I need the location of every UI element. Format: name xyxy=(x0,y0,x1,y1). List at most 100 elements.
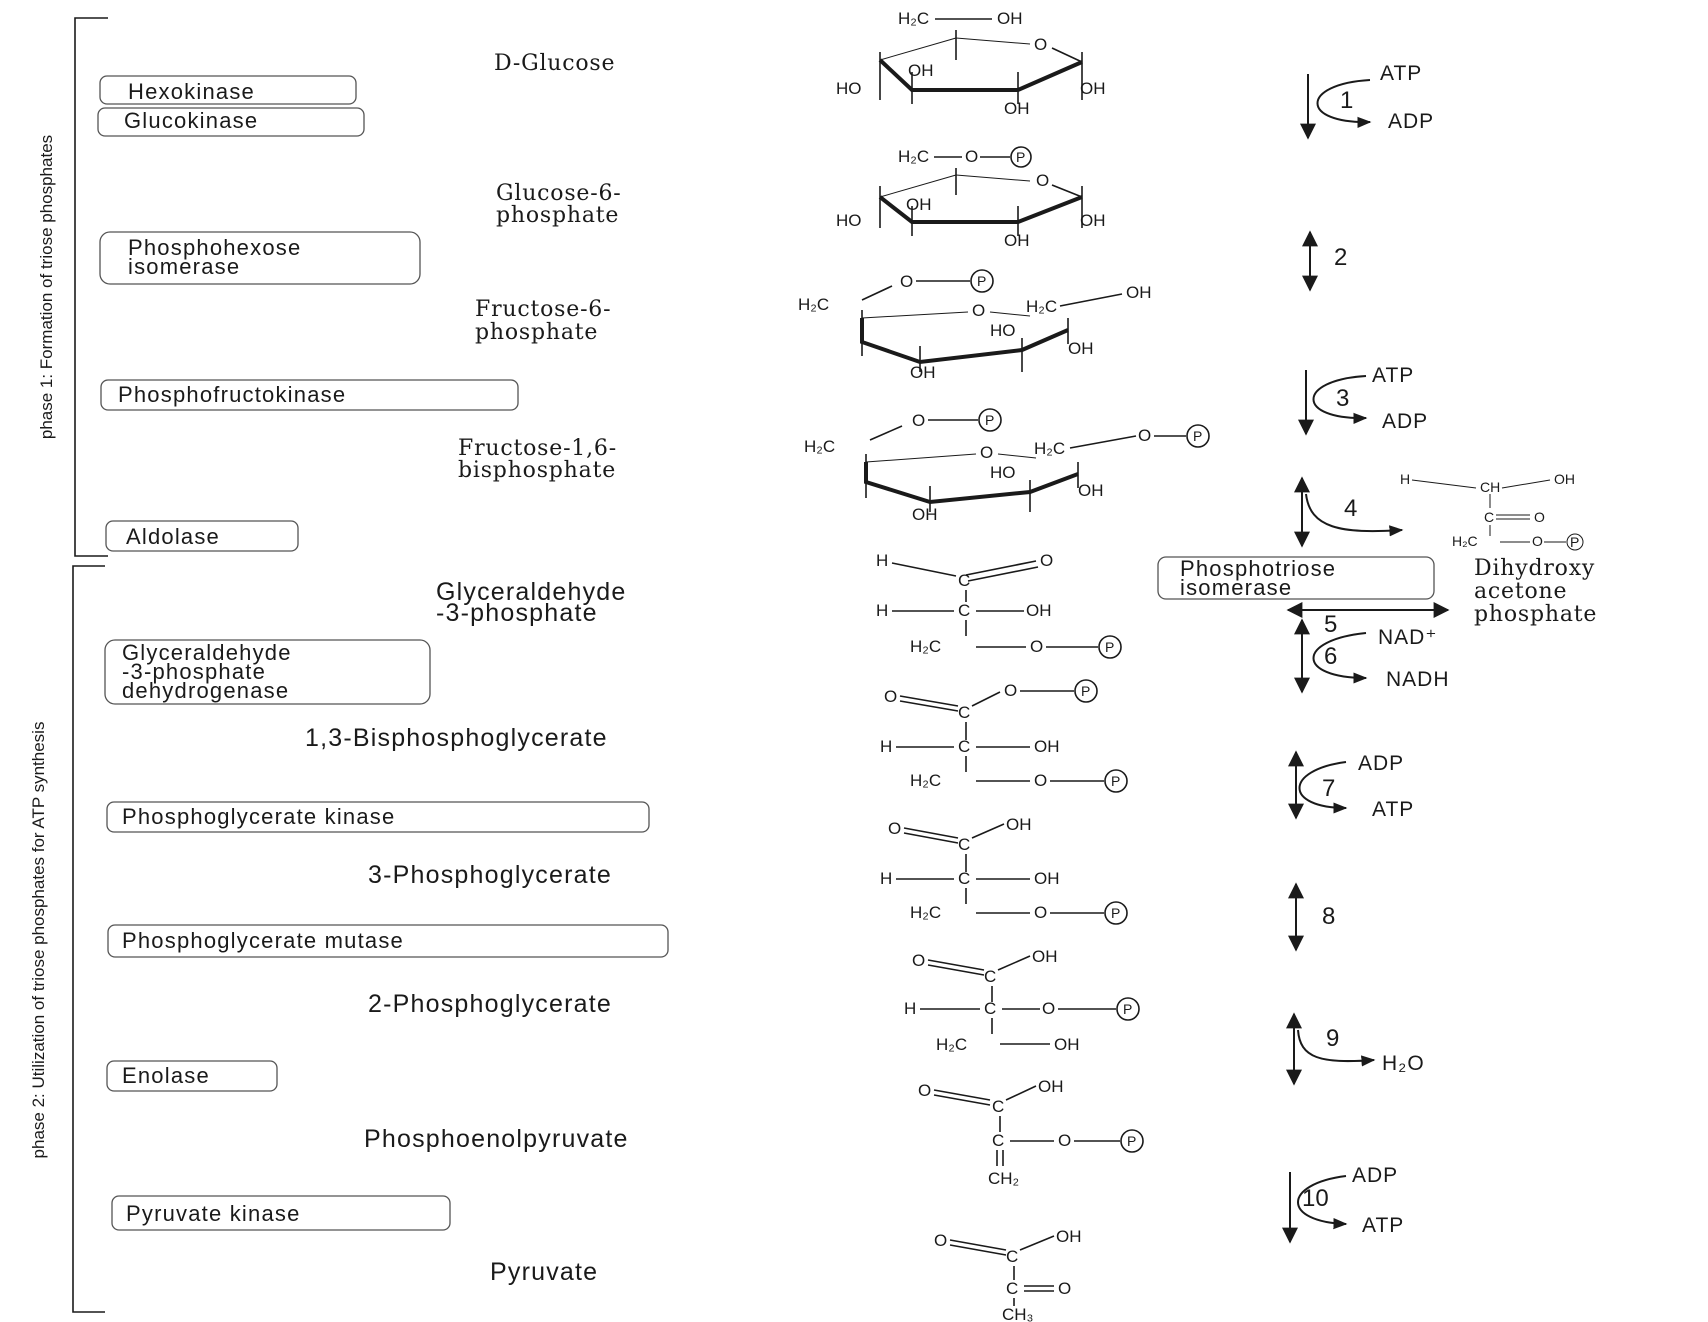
structure-13bpg: O C O P H C OH H₂C O P xyxy=(880,679,1128,793)
svg-text:H₂C: H₂C xyxy=(910,903,941,922)
structure-f16bp: O P H₂C O H₂C O P HO OH OH xyxy=(804,408,1210,524)
phase1-label: phase 1: Formation of triose phosphates xyxy=(37,135,56,439)
svg-text:OH: OH xyxy=(1004,99,1030,118)
svg-text:ADP: ADP xyxy=(1358,752,1404,775)
svg-text:HO: HO xyxy=(836,79,862,98)
svg-text:C: C xyxy=(1484,509,1494,525)
svg-text:HO: HO xyxy=(836,211,862,230)
svg-text:Phosphofructokinase: Phosphofructokinase xyxy=(118,382,346,407)
svg-text:H₂C: H₂C xyxy=(798,295,829,314)
reaction-step-4: 4 xyxy=(1294,476,1404,548)
svg-text:OH: OH xyxy=(1032,947,1058,966)
svg-text:OH: OH xyxy=(906,195,932,214)
svg-text:P: P xyxy=(1111,773,1120,789)
svg-text:C: C xyxy=(984,967,996,986)
svg-text:C: C xyxy=(992,1097,1004,1116)
structure-2pg: O C OH H C O P H₂C OH xyxy=(904,947,1140,1054)
svg-text:OH: OH xyxy=(908,61,934,80)
svg-text:OH: OH xyxy=(1038,1077,1064,1096)
svg-text:H: H xyxy=(880,869,892,888)
svg-text:ADP: ADP xyxy=(1388,110,1434,133)
metabolite-pyruvate: Pyruvate xyxy=(490,1258,598,1286)
svg-text:O: O xyxy=(884,687,897,706)
svg-text:C: C xyxy=(992,1131,1004,1150)
phase1-bracket xyxy=(74,17,108,557)
svg-text:Phosphotriose: Phosphotriose xyxy=(1180,556,1336,581)
svg-text:-3-phosphate: -3-phosphate xyxy=(122,659,266,684)
enzyme-phosphotriose-isomerase: Phosphotriose isomerase xyxy=(1157,556,1435,600)
metabolite-13bpg: 1,3-Bisphosphoglycerate xyxy=(305,724,608,752)
svg-text:isomerase: isomerase xyxy=(1180,575,1292,600)
svg-text:OH: OH xyxy=(1006,815,1032,834)
svg-text:H₂C: H₂C xyxy=(1034,439,1065,458)
svg-text:HO: HO xyxy=(990,321,1016,340)
metabolite-dhap-line1: Dihydroxy xyxy=(1474,556,1595,581)
phase2-bracket xyxy=(72,565,105,1313)
structure-g3p: H O C H C OH H₂C O P xyxy=(876,551,1122,659)
svg-text:O: O xyxy=(1034,35,1047,54)
metabolite-f16bp-line1: Fructose-1,6- xyxy=(458,436,617,461)
svg-text:O: O xyxy=(1138,426,1151,445)
svg-text:Glucokinase: Glucokinase xyxy=(124,108,258,133)
svg-text:H₂C: H₂C xyxy=(1026,297,1057,316)
svg-text:O: O xyxy=(1030,637,1043,656)
structure-3pg: O C OH H C OH H₂C O P xyxy=(880,815,1128,925)
svg-text:O: O xyxy=(918,1081,931,1100)
structure-pep: O C OH C O P CH₂ xyxy=(918,1077,1144,1188)
reaction-step-3: 3 ATP ADP xyxy=(1298,364,1427,436)
svg-text:OH: OH xyxy=(1126,283,1152,302)
svg-text:C: C xyxy=(958,601,970,620)
svg-text:ATP: ATP xyxy=(1372,798,1414,821)
svg-text:OH: OH xyxy=(1554,471,1575,487)
svg-text:O: O xyxy=(934,1231,947,1250)
structure-dhap: H CH OH C O H₂C O P xyxy=(1400,471,1584,551)
svg-text:2: 2 xyxy=(1334,244,1347,271)
svg-text:6: 6 xyxy=(1324,643,1337,670)
svg-text:O: O xyxy=(900,272,913,291)
structure-f6p: O P H₂C O H₂C OH HO OH OH xyxy=(798,269,1152,382)
enzyme-enolase: Enolase xyxy=(106,1060,278,1092)
svg-text:CH₂: CH₂ xyxy=(988,1169,1019,1188)
metabolite-f16bp-line2: bisphosphate xyxy=(458,458,616,483)
svg-text:H: H xyxy=(876,601,888,620)
svg-text:H₂C: H₂C xyxy=(910,771,941,790)
structure-g6p: H₂C O P O OH HO OH OH xyxy=(836,146,1106,250)
svg-text:C: C xyxy=(1006,1279,1018,1298)
enzyme-hexokinase: Hexokinase xyxy=(99,75,357,105)
structure-glucose: H₂C OH O OH HO OH OH xyxy=(836,9,1106,118)
svg-text:OH: OH xyxy=(1068,339,1094,358)
svg-text:OH: OH xyxy=(1054,1035,1080,1054)
svg-text:Enolase: Enolase xyxy=(122,1063,210,1088)
svg-text:OH: OH xyxy=(997,9,1023,28)
enzyme-pyruvate-kinase: Pyruvate kinase xyxy=(111,1195,451,1231)
enzyme-phosphoglycerate-mutase: Phosphoglycerate mutase xyxy=(107,924,669,958)
phase2-label: phase 2: Utilization of triose phosphate… xyxy=(29,722,48,1159)
svg-text:O: O xyxy=(1034,771,1047,790)
svg-text:P: P xyxy=(985,412,994,428)
svg-text:9: 9 xyxy=(1326,1025,1339,1052)
svg-text:isomerase: isomerase xyxy=(128,254,240,279)
svg-text:P: P xyxy=(1016,149,1025,165)
svg-text:CH₃: CH₃ xyxy=(1002,1305,1033,1322)
svg-text:OH: OH xyxy=(1004,231,1030,250)
svg-text:O: O xyxy=(888,819,901,838)
svg-text:O: O xyxy=(972,301,985,320)
svg-text:O: O xyxy=(980,443,993,462)
svg-text:OH: OH xyxy=(1078,481,1104,500)
svg-text:P: P xyxy=(1105,639,1114,655)
svg-text:C: C xyxy=(984,999,996,1018)
svg-text:1: 1 xyxy=(1340,87,1353,114)
svg-text:H₂C: H₂C xyxy=(936,1035,967,1054)
svg-text:P: P xyxy=(1081,683,1090,699)
svg-text:H: H xyxy=(904,999,916,1018)
svg-text:Aldolase: Aldolase xyxy=(126,524,220,549)
metabolite-pep: Phosphoenolpyruvate xyxy=(364,1125,629,1153)
svg-text:H: H xyxy=(1400,471,1410,487)
enzyme-glucokinase: Glucokinase xyxy=(97,107,365,137)
svg-text:H: H xyxy=(880,737,892,756)
metabolite-glucose: D-Glucose xyxy=(494,51,615,76)
svg-text:H₂C: H₂C xyxy=(1452,533,1478,549)
svg-text:O: O xyxy=(1036,171,1049,190)
svg-text:H₂C: H₂C xyxy=(898,147,929,166)
